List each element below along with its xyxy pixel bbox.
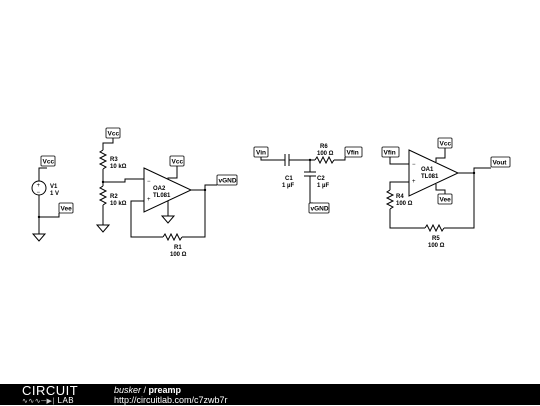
- net-label-vin: Vin: [253, 146, 269, 158]
- project-title[interactable]: preamp: [148, 385, 182, 395]
- svg-text:Vcc: Vcc: [43, 159, 55, 166]
- ground-symbol-divider: [95, 224, 111, 233]
- project-user[interactable]: busker: [114, 385, 142, 395]
- capacitor-c1[interactable]: [284, 154, 290, 166]
- resistor-r6[interactable]: [314, 155, 335, 165]
- schematic: + − V1 1 V Vcc Vee Vcc R3 10 kΩ R2 10 kΩ…: [31, 127, 511, 258]
- net-label-vfin-oa1: Vfin: [381, 146, 400, 158]
- svg-text:Vout: Vout: [493, 160, 508, 167]
- circuitlab-logo[interactable]: CIRCUIT ∿∿∿─▶| LAB: [22, 383, 94, 406]
- logo-text-bottom: ∿∿∿─▶| LAB: [22, 396, 74, 406]
- r4-value: 100 Ω: [396, 201, 413, 207]
- net-label-vgnd-oa2: vGND: [216, 174, 238, 186]
- c1-name: C1: [285, 176, 293, 182]
- capacitor-c2[interactable]: [304, 160, 316, 204]
- svg-text:Vfin: Vfin: [384, 150, 396, 157]
- r3-value: 10 kΩ: [110, 164, 127, 170]
- svg-text:Vcc: Vcc: [172, 159, 184, 166]
- voltage-source-v1[interactable]: + −: [31, 180, 47, 196]
- ground-symbol-v1: [31, 233, 47, 242]
- r5-name: R5: [432, 236, 440, 242]
- svg-text:Vfin: Vfin: [347, 150, 359, 157]
- r5-value: 100 Ω: [428, 243, 445, 249]
- net-label-vee-v1: Vee: [58, 202, 74, 214]
- r2-value: 10 kΩ: [110, 201, 127, 207]
- resistor-r2[interactable]: [98, 185, 108, 206]
- c2-name: C2: [317, 176, 325, 182]
- net-label-vcc-oa2: Vcc: [169, 155, 185, 167]
- oa1-model: TL081: [421, 174, 439, 180]
- svg-text:vGND: vGND: [219, 178, 237, 185]
- v1-minus-sign: −: [37, 190, 41, 196]
- net-label-vee-oa1: Vee: [437, 193, 453, 205]
- r2-name: R2: [110, 194, 118, 200]
- logo-waveform-icon: ∿∿∿─▶|: [22, 398, 55, 405]
- r6-name: R6: [320, 144, 328, 150]
- svg-text:vGND: vGND: [311, 206, 329, 213]
- oa2-name: OA2: [153, 186, 166, 192]
- svg-text:Vcc: Vcc: [108, 131, 120, 138]
- resistor-r4[interactable]: [385, 189, 395, 210]
- logo-text-top: CIRCUIT: [22, 383, 79, 398]
- project-separator: /: [141, 385, 149, 395]
- svg-text:Vee: Vee: [61, 206, 73, 213]
- oa1-name: OA1: [421, 167, 434, 173]
- v1-plus-sign: +: [37, 183, 41, 189]
- oa1-plus: +: [412, 179, 416, 185]
- ground-symbol-oa2: [160, 215, 176, 224]
- oa2-plus: +: [147, 197, 151, 203]
- c2-value: 1 µF: [317, 183, 329, 189]
- oa2-minus: −: [147, 179, 151, 185]
- svg-text:Vcc: Vcc: [440, 141, 452, 148]
- opamp-oa1[interactable]: − +: [408, 149, 460, 197]
- net-label-vgnd-c2: vGND: [308, 202, 330, 214]
- v1-name: V1: [50, 184, 58, 190]
- project-url[interactable]: http://circuitlab.com/c7zwb7r: [114, 395, 228, 405]
- v1-value: 1 V: [50, 191, 59, 197]
- r3-name: R3: [110, 157, 118, 163]
- svg-text:Vin: Vin: [256, 150, 266, 157]
- net-label-vfin-r6: Vfin: [344, 146, 363, 158]
- net-label-vcc-v1: Vcc: [40, 155, 56, 167]
- logo-lab-text: LAB: [57, 396, 75, 405]
- footer-bar: CIRCUIT ∿∿∿─▶| LAB busker / preamp http:…: [0, 384, 540, 405]
- svg-text:Vee: Vee: [440, 197, 452, 204]
- resistor-r3[interactable]: [98, 149, 108, 170]
- project-title-line: busker / preamp: [114, 385, 181, 395]
- r1-value: 100 Ω: [170, 252, 187, 258]
- c1-value: 1 µF: [282, 183, 294, 189]
- r6-value: 100 Ω: [317, 151, 334, 157]
- net-label-vcc-oa1: Vcc: [437, 137, 453, 149]
- net-label-vout: Vout: [490, 156, 511, 168]
- resistor-r5[interactable]: [424, 223, 445, 233]
- resistor-r1[interactable]: [162, 232, 183, 242]
- oa2-model: TL081: [153, 193, 171, 199]
- oa1-minus: −: [412, 162, 416, 168]
- net-label-vcc-divider: Vcc: [105, 127, 121, 139]
- r1-name: R1: [174, 245, 182, 251]
- r4-name: R4: [396, 194, 404, 200]
